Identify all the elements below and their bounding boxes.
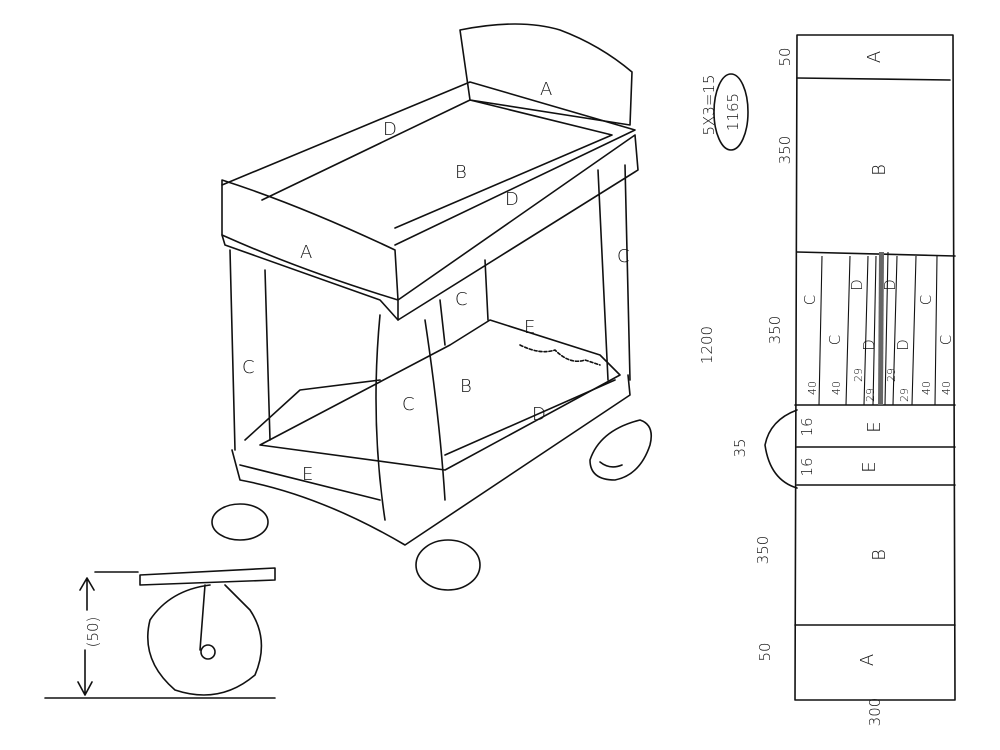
dim-e-group: 35 xyxy=(731,438,749,457)
label-leg-back-inner: C xyxy=(455,289,468,310)
wheel-front-right xyxy=(415,539,481,591)
leg-back-right xyxy=(597,164,631,381)
dim-overall-width: 300 xyxy=(866,698,884,727)
section-label-b-top: B xyxy=(869,164,890,176)
dim-b-top: 350 xyxy=(776,136,794,165)
strip-label: C xyxy=(917,295,935,305)
cart-drawing: A B D D A C C E C C B D E xyxy=(211,23,653,591)
strip-width: 29 xyxy=(864,388,877,402)
label-bottom-side-rail-front: D xyxy=(532,404,546,425)
leg-back-inner xyxy=(439,259,489,346)
strip-widths: 40 40 29 29 29 29 40 40 xyxy=(806,368,953,402)
dim-e2: 16 xyxy=(798,457,816,476)
dim-overall-length: 1200 xyxy=(698,326,716,364)
section-label-b-bottom: B xyxy=(869,549,890,561)
height-arrow xyxy=(77,577,95,696)
strip-width: 40 xyxy=(830,381,843,395)
wheel-back-right xyxy=(589,419,653,481)
leg-front-left xyxy=(229,249,271,451)
top-front-rail xyxy=(221,179,399,301)
section-label-a-top: A xyxy=(864,51,885,63)
label-leg-front-right: C xyxy=(402,394,415,415)
strip-width: 40 xyxy=(920,381,933,395)
label-top-side-rail-back: D xyxy=(383,119,397,140)
strip-width: 29 xyxy=(898,388,911,402)
section-label-e1: E xyxy=(864,421,885,432)
dim-a-bottom: 50 xyxy=(756,642,774,661)
dim-a-top: 50 xyxy=(776,47,794,66)
strip-width: 29 xyxy=(885,368,898,382)
caster-wheel xyxy=(147,584,263,696)
calc-formula: 5X3=15 xyxy=(700,74,718,135)
label-bottom-front-rail: E xyxy=(302,464,313,485)
strip-width: 29 xyxy=(852,368,865,382)
label-top-side-rail-front: D xyxy=(505,189,519,210)
calc-note: 5X3=15 1165 xyxy=(700,73,749,151)
label-bottom-shelf: B xyxy=(460,376,472,397)
strip-label: C xyxy=(826,335,844,345)
section-label-a-bottom: A xyxy=(857,654,878,666)
wheel-detail: (50) xyxy=(44,567,276,699)
strip-width: 40 xyxy=(806,381,819,395)
dim-b-bottom: 350 xyxy=(754,536,772,565)
strip-label: D xyxy=(881,279,899,291)
label-leg-front-left: C xyxy=(242,357,255,378)
e-group-bracket xyxy=(764,409,798,489)
label-top-shelf: B xyxy=(455,162,467,183)
dim-strips: 350 xyxy=(766,316,784,345)
kerf-hatch xyxy=(878,252,884,405)
calc-total: 1165 xyxy=(724,93,742,131)
dim-e1: 16 xyxy=(798,417,816,436)
wheel-front-left xyxy=(211,503,269,541)
strip-label: D xyxy=(894,339,912,351)
top-back-rail xyxy=(459,23,633,126)
strip-labels: C C D D D D C C xyxy=(801,279,955,351)
wheel-height-label: (50) xyxy=(84,617,102,648)
strip-label: D xyxy=(848,279,866,291)
label-bottom-side-rail-back: E xyxy=(524,317,535,338)
label-top-back-rail: A xyxy=(540,79,552,100)
caster-plate xyxy=(139,567,276,586)
cut-layout: A B E E B A 50 350 350 16 16 350 50 35 1… xyxy=(698,34,956,727)
section-label-e2: E xyxy=(859,461,880,472)
label-leg-back-right: C xyxy=(617,246,630,267)
bottom-shelf xyxy=(244,319,621,471)
board-outline xyxy=(794,34,956,701)
strip-width: 40 xyxy=(940,381,953,395)
strip-label: C xyxy=(937,335,955,345)
leg-front-right xyxy=(375,314,446,521)
strip-label: D xyxy=(860,339,878,351)
strip-label: C xyxy=(801,295,819,305)
top-shelf xyxy=(221,81,636,246)
label-top-front-rail: A xyxy=(300,242,312,263)
